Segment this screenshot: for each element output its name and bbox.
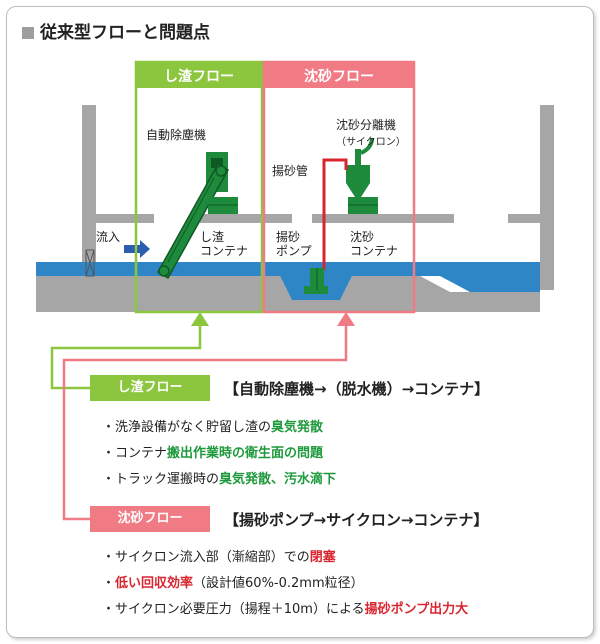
shishi-container-label-1: し渣 <box>200 230 225 244</box>
left-platform <box>96 214 154 223</box>
shishi-flow-tag: し渣フロー <box>90 375 210 401</box>
cyclone-separator <box>346 137 378 214</box>
sand-pump <box>304 268 328 294</box>
inflow-label: 流入 <box>96 230 121 244</box>
shishi-container-label-2: コンテナ <box>200 244 249 258</box>
concrete-structure <box>82 105 554 290</box>
shishi-bullet-3: ・トラック運搬時の臭気発散、汚水滴下 <box>102 472 337 487</box>
chinsa-flow-heading: 【揚砂ポンプ→サイクロン→コンテナ】 <box>224 511 489 529</box>
right-platform <box>312 214 454 223</box>
separator-label-1: 沈砂分離機 <box>336 118 397 132</box>
pump-label-1: 揚砂 <box>276 230 301 244</box>
green-arrow-icon <box>191 312 209 326</box>
pipe-label: 揚砂管 <box>272 164 309 178</box>
chinsa-bullet-3: ・サイクロン必要圧力（揚程＋10m）による揚砂ポンプ出力大 <box>102 602 469 617</box>
panel-frame <box>6 6 594 638</box>
chinsa-flow-tag: 沈砂フロー <box>90 506 210 532</box>
auto-screen-machine <box>156 152 238 280</box>
separator-label-2: （サイクロン） <box>336 137 406 148</box>
title-square-icon <box>22 27 34 39</box>
red-arrow-icon <box>337 312 355 326</box>
pump-label-2: ポンプ <box>276 244 312 258</box>
left-wall <box>82 105 96 263</box>
auto-screen-label: 自動除塵機 <box>146 128 207 142</box>
chinsa-bullet-1: ・サイクロン流入部（漸縮部）での閉塞 <box>102 550 336 565</box>
sand-pipe <box>322 158 348 270</box>
shishi-box-title: し渣フロー <box>164 69 234 85</box>
red-connector <box>62 322 348 521</box>
middle-platform <box>200 214 292 223</box>
shishi-flow-heading: 【自動除塵機→（脱水機）→コンテナ】 <box>224 380 490 398</box>
far-right-ledge <box>508 214 540 223</box>
shishi-bullet-2: ・コンテナ搬出作業時の衛生面の問題 <box>102 446 324 461</box>
gate-icon <box>85 249 95 277</box>
chinsa-bullet-2: ・低い回収効率（設計値60%-0.2mm粒径） <box>102 576 364 591</box>
chinsa-container-label-1: 沈砂 <box>350 230 375 244</box>
page-title: 従来型フローと問題点 <box>22 18 210 43</box>
shishi-bullet-1: ・洗浄設備がなく貯留し渣の臭気発散 <box>102 420 324 435</box>
chinsa-box-title: 沈砂フロー <box>304 69 374 85</box>
right-wall <box>540 105 554 290</box>
chinsa-container-label-2: コンテナ <box>350 244 399 258</box>
